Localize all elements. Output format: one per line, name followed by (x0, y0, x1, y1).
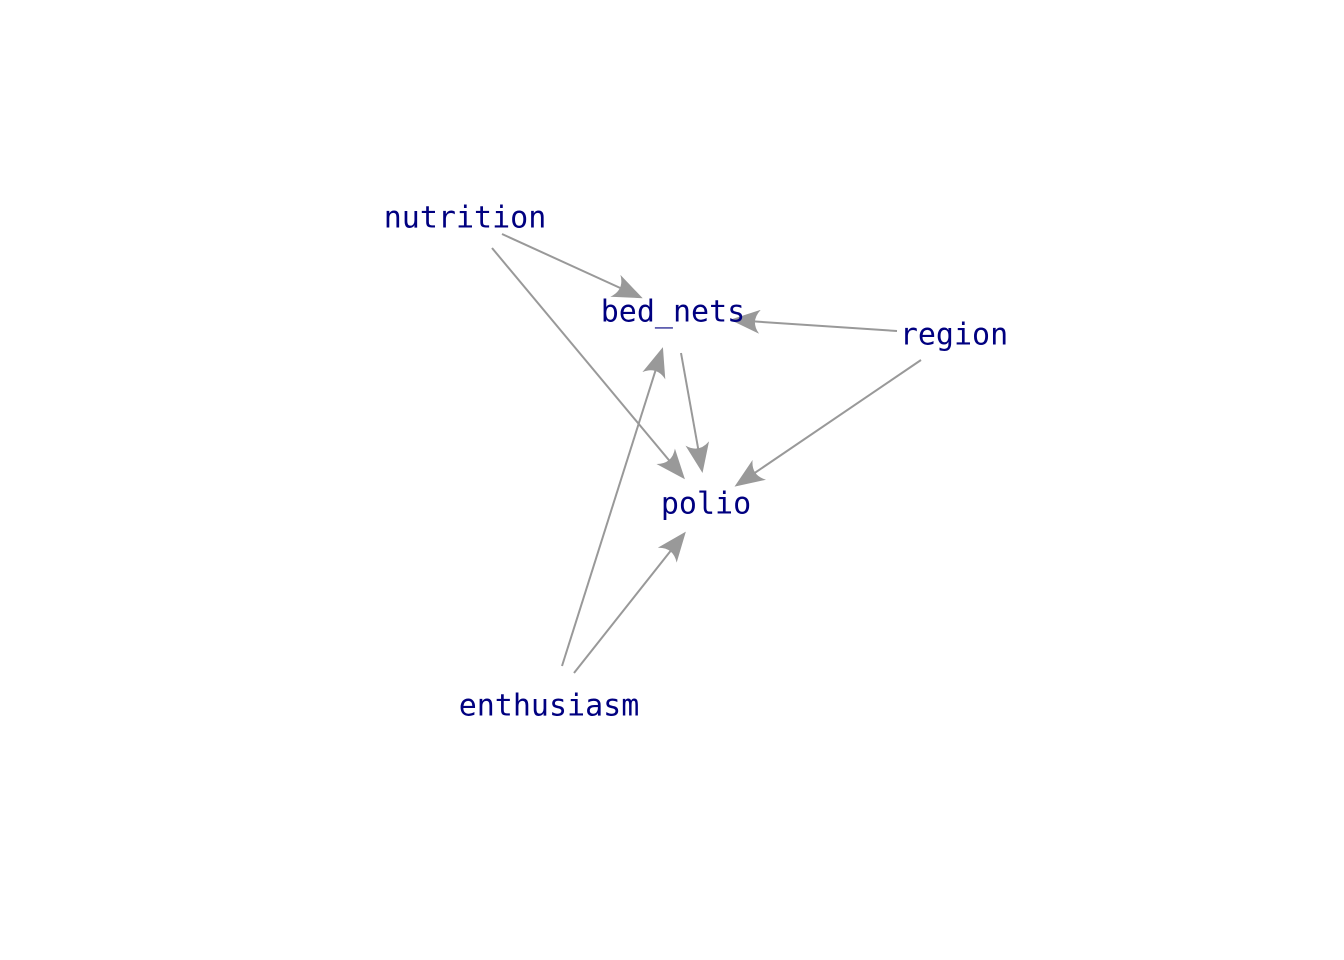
edge-bed_nets-to-polio (680, 352, 710, 473)
edge-region-to-polio (734, 359, 922, 487)
edge-region-to-bed_nets (730, 309, 898, 334)
edge-enthusiasm-to-polio (573, 531, 686, 674)
edge-layer (491, 233, 922, 674)
edge-enthusiasm-to-bed_nets (561, 347, 666, 667)
node-region: region (900, 318, 1008, 353)
node-polio: polio (661, 487, 751, 522)
edge-nutrition-to-polio (491, 247, 685, 480)
node-enthusiasm: enthusiasm (459, 689, 640, 724)
node-bed-nets: bed_nets (601, 295, 746, 330)
node-nutrition: nutrition (384, 201, 547, 236)
edge-nutrition-to-bed_nets (501, 233, 643, 299)
